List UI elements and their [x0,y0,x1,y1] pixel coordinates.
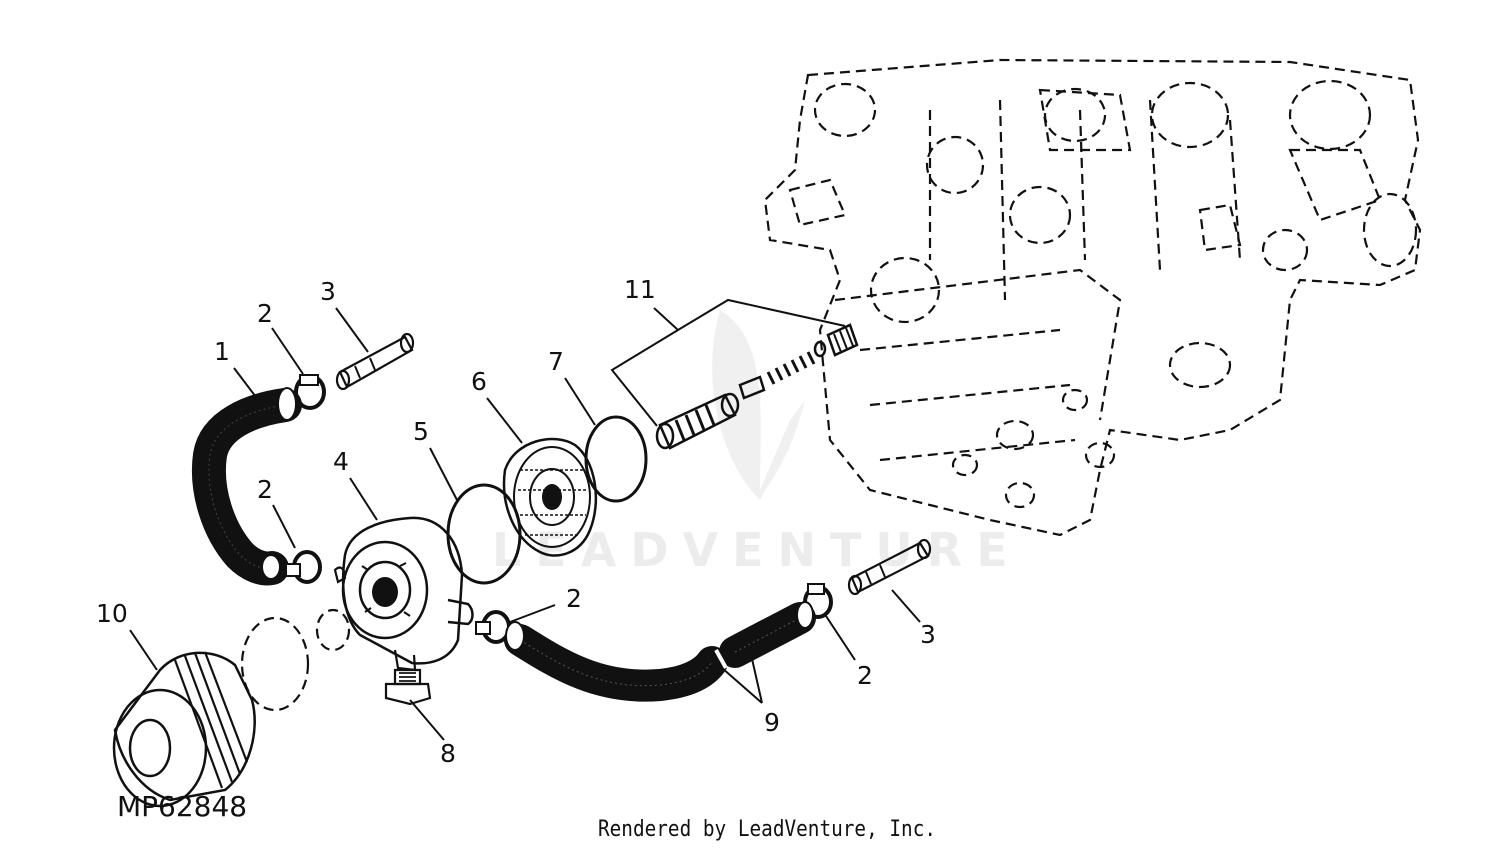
oil-filter [112,651,256,808]
callout-2-left: 2 [257,475,273,504]
callout-9: 9 [764,708,780,737]
callout-3-upper: 3 [320,277,336,306]
fitting-right [847,538,932,596]
callout-1: 1 [214,337,230,366]
hose-clamp-cooler-outlet [475,610,511,644]
filter-gasket-dashed [240,616,310,712]
figure-id: MP62848 [117,790,248,823]
engine-block [763,58,1422,537]
hose-clamp-lower-left [285,550,322,584]
callout-11: 11 [624,275,656,304]
hose-upper [192,387,302,586]
callout-10: 10 [96,599,128,628]
render-credit: Rendered by LeadVenture, Inc. [598,817,937,842]
filter-nipple [315,608,351,652]
adapter-plate [502,437,598,557]
o-ring-small [584,415,648,503]
hose-clamp-upper [294,374,326,410]
leader-lines [129,298,921,741]
callout-5: 5 [413,417,429,446]
callout-4: 4 [333,447,349,476]
callout-2-upper: 2 [257,299,273,328]
hose-lower [504,601,816,702]
callout-8: 8 [440,739,456,768]
callout-6: 6 [471,367,487,396]
bypass-valve-assembly [655,323,859,450]
callout-2-right: 2 [857,661,873,690]
drain-plug [384,668,432,706]
callout-3-right: 3 [920,620,936,649]
callout-7: 7 [548,347,564,376]
callout-2-cooler: 2 [566,584,582,613]
oil-cooler [333,516,474,672]
fitting-upper [335,332,415,391]
